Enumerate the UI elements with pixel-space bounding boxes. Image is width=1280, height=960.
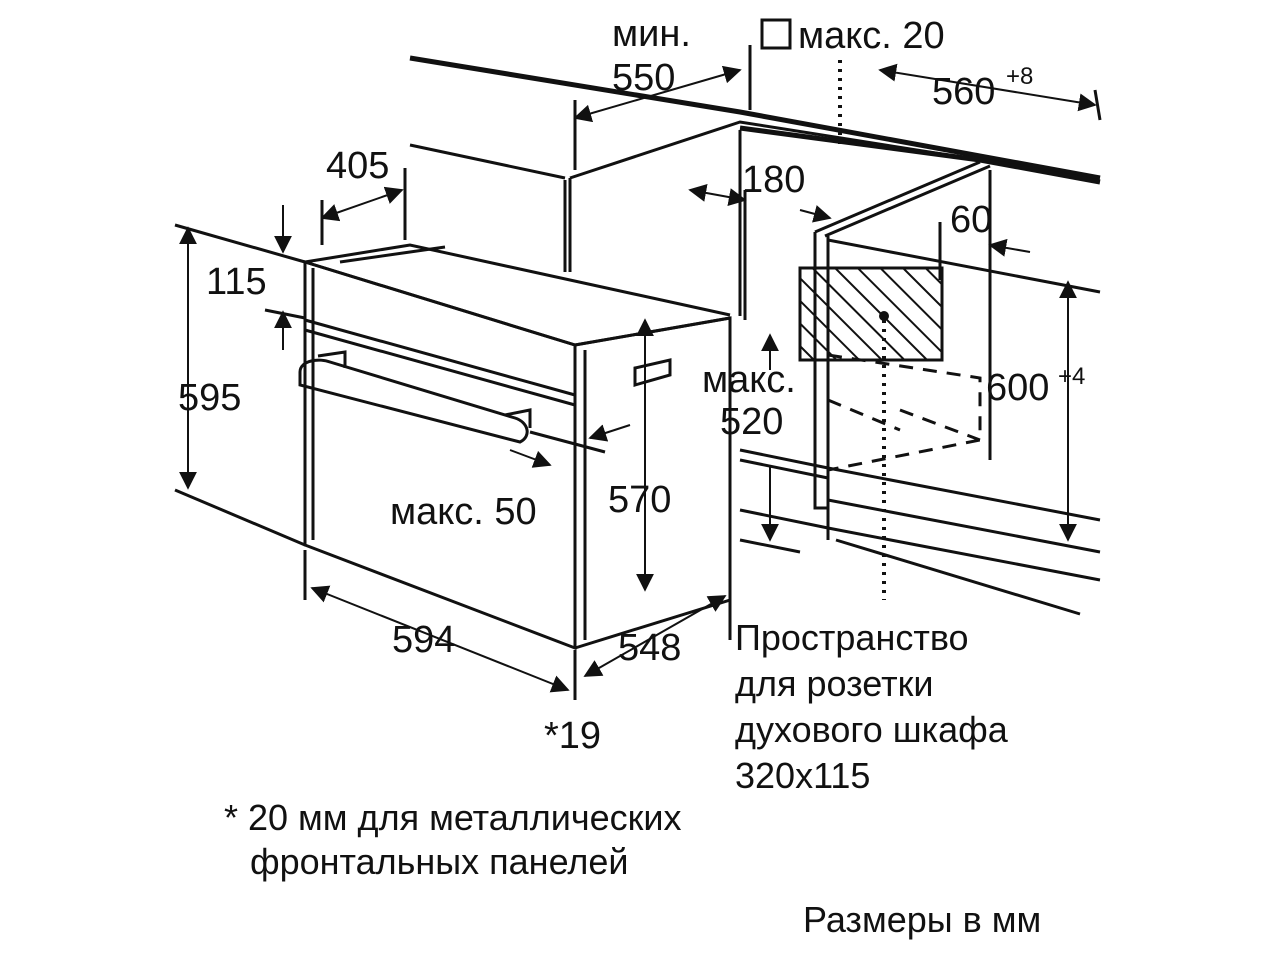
- label-star-19: *19: [544, 715, 601, 757]
- label-550: 550: [612, 57, 675, 99]
- label-594: 594: [392, 619, 455, 661]
- label-548: 548: [618, 627, 681, 669]
- oven-body: [298, 243, 732, 651]
- label-max-50: макс. 50: [390, 491, 537, 533]
- socket-note-line-3: духового шкафа: [735, 709, 1009, 750]
- dimension-lines: [174, 45, 1102, 700]
- square-icon: [760, 18, 792, 50]
- label-570: 570: [608, 479, 671, 521]
- socket-note-line-4: 320x115: [735, 755, 870, 796]
- footnote-line-1: * 20 мм для металлических: [224, 797, 682, 838]
- label-560-tolerance: +8: [1006, 63, 1033, 90]
- footnote: * 20 мм для металлических фронтальных па…: [224, 797, 682, 882]
- label-60: 60: [950, 199, 992, 241]
- label-115: 115: [206, 261, 267, 303]
- label-595: 595: [178, 377, 241, 419]
- label-600: 600: [986, 367, 1049, 409]
- label-max-20: макс. 20: [798, 15, 945, 57]
- socket-center-dot: [879, 311, 889, 321]
- footnote-line-2: фронтальных панелей: [250, 841, 629, 882]
- label-405: 405: [326, 145, 389, 187]
- label-180: 180: [742, 159, 805, 201]
- units-note: Размеры в мм: [803, 899, 1041, 940]
- label-520: 520: [720, 401, 783, 443]
- socket-note-line-1: Пространство: [735, 617, 969, 658]
- socket-note: Пространство для розетки духового шкафа …: [735, 617, 1009, 796]
- label-min: мин.: [612, 13, 691, 55]
- dimension-labels: мин. 550 макс. 20 560 +8 405 180 60 115 …: [178, 13, 1085, 757]
- socket-note-line-2: для розетки: [735, 663, 933, 704]
- label-560: 560: [932, 71, 995, 113]
- cabinet-niche: [409, 55, 1101, 616]
- socket-area: [798, 266, 944, 362]
- label-max: макс.: [702, 359, 796, 401]
- label-600-tolerance: +4: [1058, 363, 1085, 390]
